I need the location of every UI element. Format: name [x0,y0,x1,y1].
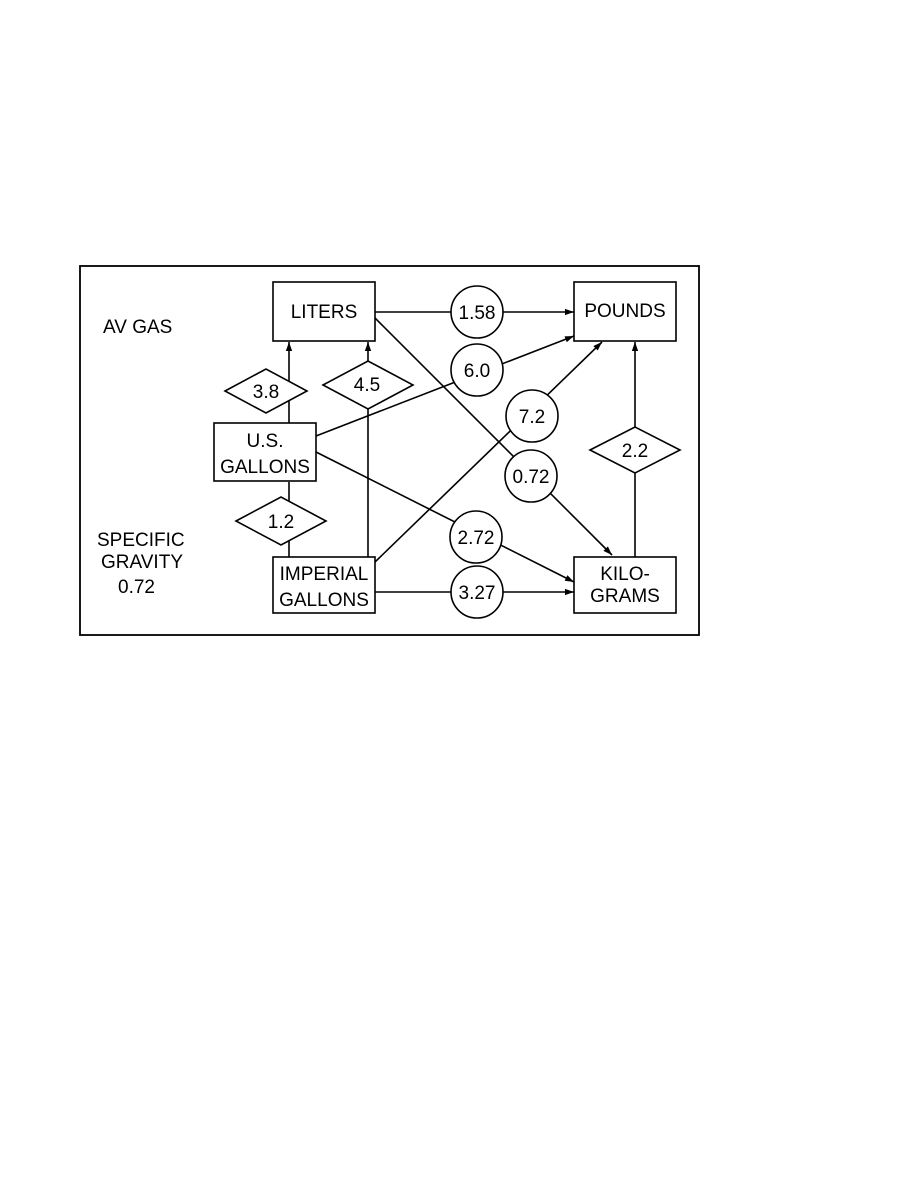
edge-usgal-kilograms [315,451,575,583]
svg-text:GALLONS: GALLONS [220,457,310,478]
svg-text:IMPERIAL: IMPERIAL [280,564,369,585]
factor-diamond-impgal-usgal: 1.2 [234,496,328,546]
specific-gravity-line2: GRAVITY [101,552,183,573]
svg-text:7.2: 7.2 [519,407,545,428]
edge-impgal-pounds [374,341,603,563]
unit-box-imperial-gallons: IMPERIAL GALLONS [272,556,376,614]
svg-text:2.2: 2.2 [622,441,648,462]
factor-circle-usgal-kilograms: 2.72 [449,510,503,564]
edge-usgal-pounds [315,335,575,437]
title-label: AV GAS [103,317,172,338]
specific-gravity-value: 0.72 [118,577,155,598]
unit-box-kilograms: KILO- GRAMS [573,556,677,614]
svg-text:4.5: 4.5 [354,375,380,396]
svg-text:0.72: 0.72 [513,467,550,488]
factor-diamond-kilograms-pounds: 2.2 [588,426,682,474]
unit-box-pounds: POUNDS [573,281,677,342]
svg-text:GALLONS: GALLONS [279,590,369,611]
svg-text:1.58: 1.58 [459,303,496,324]
factor-circle-impgal-kilograms: 3.27 [450,565,504,619]
factor-circle-liters-kilograms: 0.72 [504,449,558,503]
svg-text:KILO-: KILO- [600,564,650,585]
svg-text:1.2: 1.2 [268,512,294,533]
factor-circle-impgal-pounds: 7.2 [505,389,559,443]
factor-circle-usgal-pounds: 6.0 [450,343,504,397]
factor-diamond-usgal-liters: 3.8 [223,368,309,414]
svg-text:GRAMS: GRAMS [590,586,660,607]
diagram-frame [79,265,700,636]
svg-text:U.S.: U.S. [247,431,284,452]
edge-liters-kilograms [374,317,613,556]
unit-box-us-gallons: U.S. GALLONS [213,422,317,482]
factor-circle-liters-pounds: 1.58 [450,285,504,339]
unit-box-liters: LITERS [272,281,376,342]
specific-gravity-line1: SPECIFIC [97,530,185,551]
factor-diamond-impgal-liters: 4.5 [321,360,415,410]
svg-text:3.8: 3.8 [253,382,279,403]
svg-text:2.72: 2.72 [458,528,495,549]
svg-text:LITERS: LITERS [291,302,358,323]
svg-text:3.27: 3.27 [459,583,496,604]
svg-text:6.0: 6.0 [464,361,490,382]
svg-text:POUNDS: POUNDS [584,301,665,322]
